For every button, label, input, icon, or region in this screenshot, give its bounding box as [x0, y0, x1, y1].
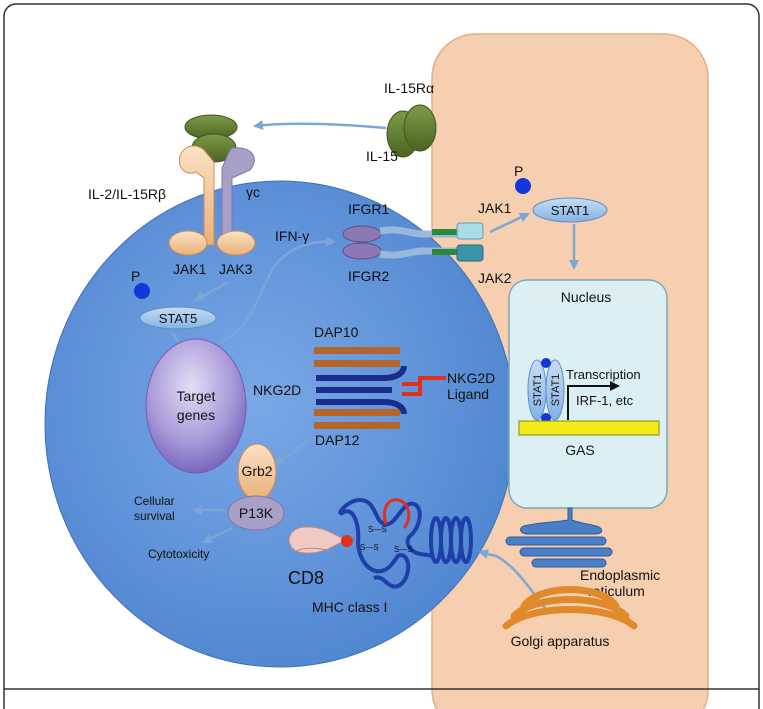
target-nucleus [508, 279, 668, 509]
label-ss-3: S—S [394, 545, 413, 554]
arrow-jak-to-stat1 [489, 212, 530, 234]
label-p-stat1: P [514, 163, 523, 179]
label-stat1: STAT1 [551, 203, 590, 218]
label-target-genes-1: Target [177, 388, 216, 404]
peptide-icon [341, 535, 353, 547]
label-il15ra: IL-15Rα [384, 80, 434, 96]
label-ss-2: S—S [360, 543, 379, 552]
label-p13k: P13K [239, 505, 274, 521]
endoplasmic-reticulum [505, 507, 613, 568]
transcription-arrow [567, 381, 620, 420]
label-stat5: STAT5 [159, 311, 198, 326]
label-dap12: DAP12 [315, 432, 360, 448]
phospho-stat5-icon [134, 283, 150, 299]
arrow-ifn-gamma [219, 236, 336, 344]
mhc-class-i [338, 497, 473, 589]
nkg2d-complex [314, 347, 407, 429]
stat1-dimer [527, 358, 565, 423]
label-stat1-dimer-a: STAT1 [532, 374, 544, 407]
label-er-1: Endoplasmic [580, 567, 660, 583]
label-stat1-dimer-b: STAT1 [550, 374, 562, 407]
stat5-protein [139, 306, 217, 330]
nkg2d-ligand [402, 376, 446, 396]
il15-il15ra-complex [386, 104, 437, 158]
label-mhc-class-i: MHC class I [312, 599, 387, 615]
label-jak1-target: JAK1 [478, 200, 512, 216]
label-cellular-survival-1: Cellular [134, 494, 175, 508]
arrow-jak-to-stat5 [194, 280, 229, 302]
label-ifgr1: IFGR1 [348, 201, 389, 217]
label-ss-1: S—S [368, 525, 387, 534]
label-cd8: CD8 [288, 568, 324, 588]
label-cytotoxicity: Cytotoxicity [148, 547, 209, 561]
arrow-to-cytotoxicity [202, 526, 233, 544]
label-jak2: JAK2 [478, 270, 512, 286]
stat1-protein [532, 197, 608, 223]
cd8-coreceptor [288, 526, 348, 554]
label-ifn-gamma: IFN-γ [275, 228, 309, 244]
p13k-protein [227, 495, 285, 531]
label-il15: IL-15 [366, 148, 398, 164]
label-gas: GAS [565, 442, 595, 458]
label-irf1: IRF-1, etc [576, 393, 634, 408]
label-il2-il15rb: IL-2/IL-15Rβ [88, 186, 166, 202]
label-nkg2d-ligand-1: NKG2D [447, 370, 495, 386]
label-nkg2d: NKG2D [253, 382, 301, 398]
il2-il15-receptor [168, 114, 256, 256]
label-grb2: Grb2 [241, 463, 272, 479]
ifn-gamma-receptor [342, 222, 484, 262]
label-nucleus: Nucleus [561, 289, 612, 305]
label-nkg2d-ligand-2: Ligand [447, 386, 489, 402]
label-golgi: Golgi apparatus [511, 633, 610, 649]
label-gamma-c: γc [246, 184, 260, 200]
label-transcription: Transcription [566, 367, 641, 382]
arrow-il15-transpresentation [253, 120, 387, 131]
target-genes-nucleus [145, 338, 247, 474]
golgi-apparatus [502, 586, 638, 630]
label-p-stat5: P [131, 268, 140, 284]
label-jak3: JAK3 [219, 261, 253, 277]
label-target-genes-2: genes [177, 407, 215, 423]
label-ifgr2: IFGR2 [348, 268, 389, 284]
phospho-stat1-icon [515, 178, 531, 194]
label-dap10: DAP10 [314, 324, 359, 340]
label-cellular-survival-2: survival [134, 509, 175, 523]
label-jak1-nk: JAK1 [173, 261, 207, 277]
gas-element [518, 420, 660, 436]
arrow-dap12-to-grb2 [272, 439, 309, 466]
